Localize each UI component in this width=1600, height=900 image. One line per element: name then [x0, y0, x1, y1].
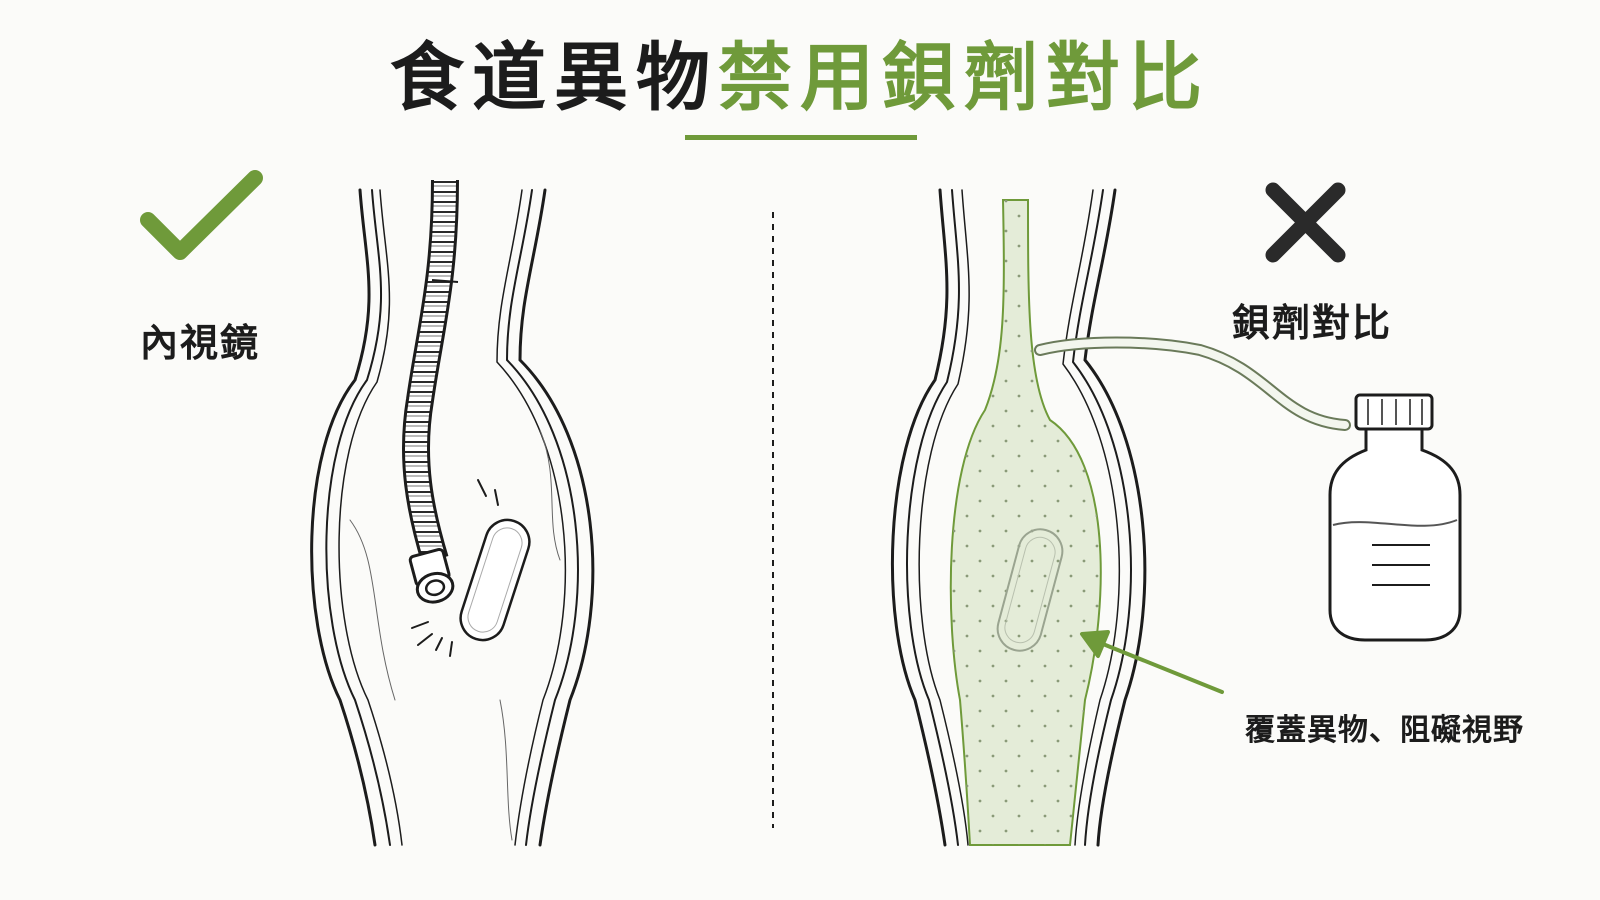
annotation-arrow	[1080, 630, 1224, 694]
foreign-body-left	[411, 479, 531, 657]
barium-label: 鋇劑對比	[1232, 301, 1393, 345]
barium-annotation: 覆蓋異物、阻礙視野	[1245, 713, 1524, 748]
right-esophagus	[890, 188, 1147, 847]
barium-tube	[1034, 336, 1351, 431]
endoscopy-label: 內視鏡	[140, 321, 261, 365]
title-underline	[685, 135, 917, 140]
title-green: 禁用鋇劑對比	[718, 35, 1210, 121]
barium-bottle	[1328, 393, 1462, 642]
title-dark: 食道異物	[390, 35, 718, 121]
foreign-body-right	[996, 528, 1064, 652]
endoscope-tip	[408, 547, 455, 604]
cross-icon	[1265, 182, 1346, 263]
endoscope	[402, 179, 459, 604]
page-title: 食道異物禁用鋇劑對比	[0, 28, 1600, 128]
check-icon	[140, 170, 263, 260]
left-esophagus	[310, 188, 595, 847]
